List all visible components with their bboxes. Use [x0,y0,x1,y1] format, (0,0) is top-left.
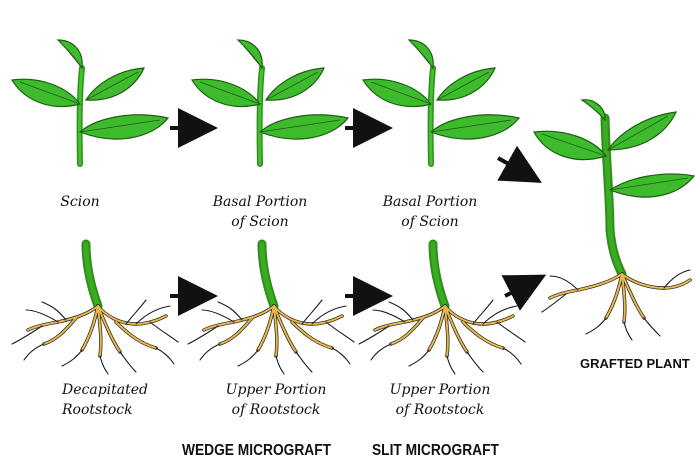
caption-upper-rootstock-slit: Upper Portion of Rootstock [382,380,498,420]
arrow-rootstock-to-grafted [505,282,532,296]
caption-line: Upper Portion [382,380,498,400]
scion-illustration [12,40,168,164]
upper-rootstock-wedge-illustration [188,244,354,374]
grafted-plant-illustration [534,100,694,340]
wedge-micrograft-label: WEDGE MICROGRAFT [182,442,331,460]
caption-line: of Rootstock [382,400,498,420]
basal-scion-wedge-illustration [192,40,348,164]
slit-micrograft-label: SLIT MICROGRAFT [372,442,499,460]
decapitated-rootstock-illustration [12,244,178,374]
caption-scion-line: Scion [45,192,115,212]
caption-line: Rootstock [62,400,162,420]
caption-line: Basal Portion [204,192,316,212]
caption-scion: Scion [45,192,115,212]
caption-line: of Rootstock [218,400,334,420]
caption-basal-scion-wedge: Basal Portion of Scion [204,192,316,232]
caption-line: Basal Portion [374,192,486,212]
caption-line: of Scion [374,212,486,232]
basal-scion-slit-illustration [363,40,519,164]
grafted-plant-label: GRAFTED PLANT [580,356,690,371]
caption-basal-scion-slit: Basal Portion of Scion [374,192,486,232]
upper-rootstock-slit-illustration [359,244,525,374]
caption-upper-rootstock-wedge: Upper Portion of Rootstock [218,380,334,420]
caption-line: of Scion [204,212,316,232]
caption-decapitated-rootstock: Decapitated Rootstock [62,380,162,420]
caption-line: Decapitated [62,380,162,400]
caption-line: Upper Portion [218,380,334,400]
arrow-scion-to-grafted [498,158,528,175]
